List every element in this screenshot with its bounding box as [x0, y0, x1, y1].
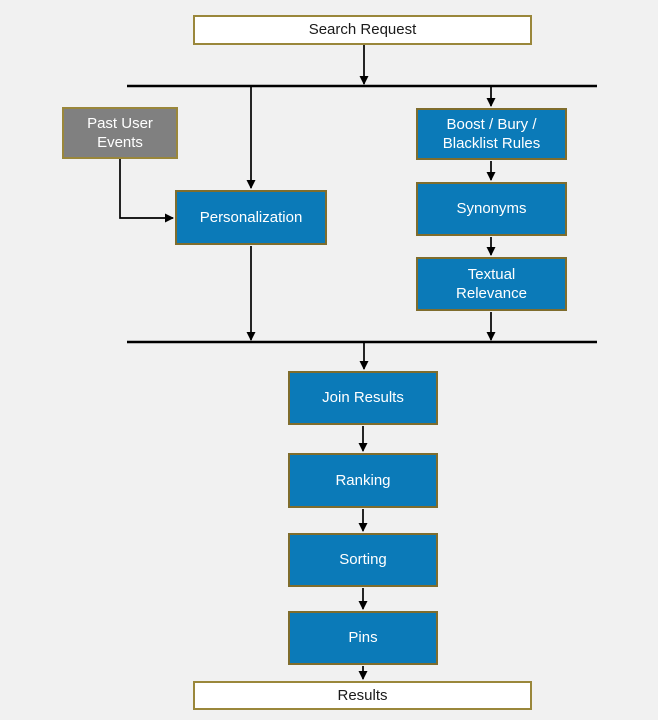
node-search-request-label: Search Request [308, 21, 417, 39]
node-boost-bury-blacklist-rules-label: Boost / Bury / Blacklist Rules [442, 115, 541, 153]
node-ranking: Ranking [288, 453, 438, 508]
node-textual-relevance: Textual Relevance [416, 257, 567, 311]
node-results-label: Results [337, 686, 388, 704]
node-boost-bury-blacklist-rules: Boost / Bury / Blacklist Rules [416, 108, 567, 160]
node-personalization-label: Personalization [199, 208, 303, 226]
node-ranking-label: Ranking [335, 471, 391, 489]
node-search-request: Search Request [193, 15, 532, 45]
node-join-results: Join Results [288, 371, 438, 425]
node-synonyms-label: Synonyms [456, 200, 527, 218]
node-past-user-events-label: Past User Events [87, 114, 153, 152]
node-sorting: Sorting [288, 533, 438, 587]
node-past-user-events: Past User Events [62, 107, 178, 159]
edge-pastuser-to-personalization [119, 159, 174, 223]
node-join-results-label: Join Results [322, 389, 404, 407]
node-sorting-label: Sorting [339, 551, 387, 569]
node-synonyms: Synonyms [416, 182, 567, 236]
node-results: Results [193, 681, 532, 710]
node-personalization: Personalization [175, 190, 327, 245]
node-textual-relevance-label: Textual Relevance [456, 265, 527, 303]
node-pins-label: Pins [348, 629, 378, 647]
node-pins: Pins [288, 611, 438, 665]
